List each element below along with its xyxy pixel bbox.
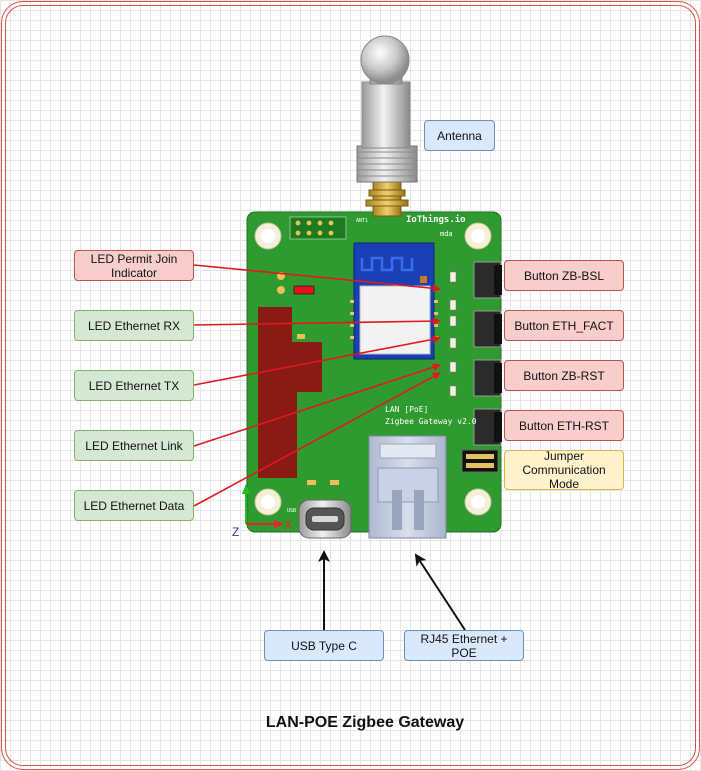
mda-silkscreen: mda: [440, 230, 453, 238]
pin-header: [289, 216, 347, 240]
usb-silkscreen: USB: [287, 508, 296, 514]
usb-c-port: [298, 499, 352, 539]
callout-led-ethernet-rx: LED Ethernet RX: [74, 310, 194, 341]
mounting-holes: [254, 222, 492, 516]
callout-led-ethernet-data: LED Ethernet Data: [74, 490, 194, 521]
callout-usb-type-c: USB Type C: [264, 630, 384, 661]
led-array: [449, 271, 457, 397]
port-pointer-arrows: [318, 550, 466, 631]
diagram-title: LAN-POE Zigbee Gateway: [265, 714, 465, 731]
callout-jumper-mode: Jumper Communication Mode: [504, 449, 624, 491]
product-line2: Zigbee Gateway v2.0: [385, 417, 477, 426]
callout-rj45: RJ45 Ethernet + POE: [404, 630, 524, 661]
callout-led-permit-join: LED Permit Join Indicator: [74, 250, 194, 281]
callout-button-zb-bsl: Button ZB-BSL: [504, 260, 624, 291]
callout-led-ethernet-link: LED Ethernet Link: [74, 430, 194, 461]
push-buttons: [473, 261, 502, 446]
rj45-port: [368, 435, 447, 539]
ant-silkscreen: ANT1: [356, 218, 368, 224]
product-line1: LAN [PoE]: [385, 405, 428, 414]
callout-button-eth-rst: Button ETH-RST: [504, 410, 624, 441]
axis-gizmo: Z X: [232, 484, 292, 539]
jumper-block: [461, 449, 499, 473]
axis-x-label: X: [284, 518, 292, 532]
brand-silkscreen: IoThings.io: [406, 214, 466, 225]
callout-button-zb-rst: Button ZB-RST: [504, 360, 624, 391]
led-pointer-arrows: [193, 264, 441, 507]
callout-button-eth-fact: Button ETH_FACT: [504, 310, 624, 341]
callout-led-ethernet-tx: LED Ethernet TX: [74, 370, 194, 401]
axis-z-label: Z: [232, 525, 239, 539]
callout-antenna: Antenna: [424, 120, 495, 151]
inner-frame: [5, 5, 696, 766]
antenna: [356, 35, 418, 217]
